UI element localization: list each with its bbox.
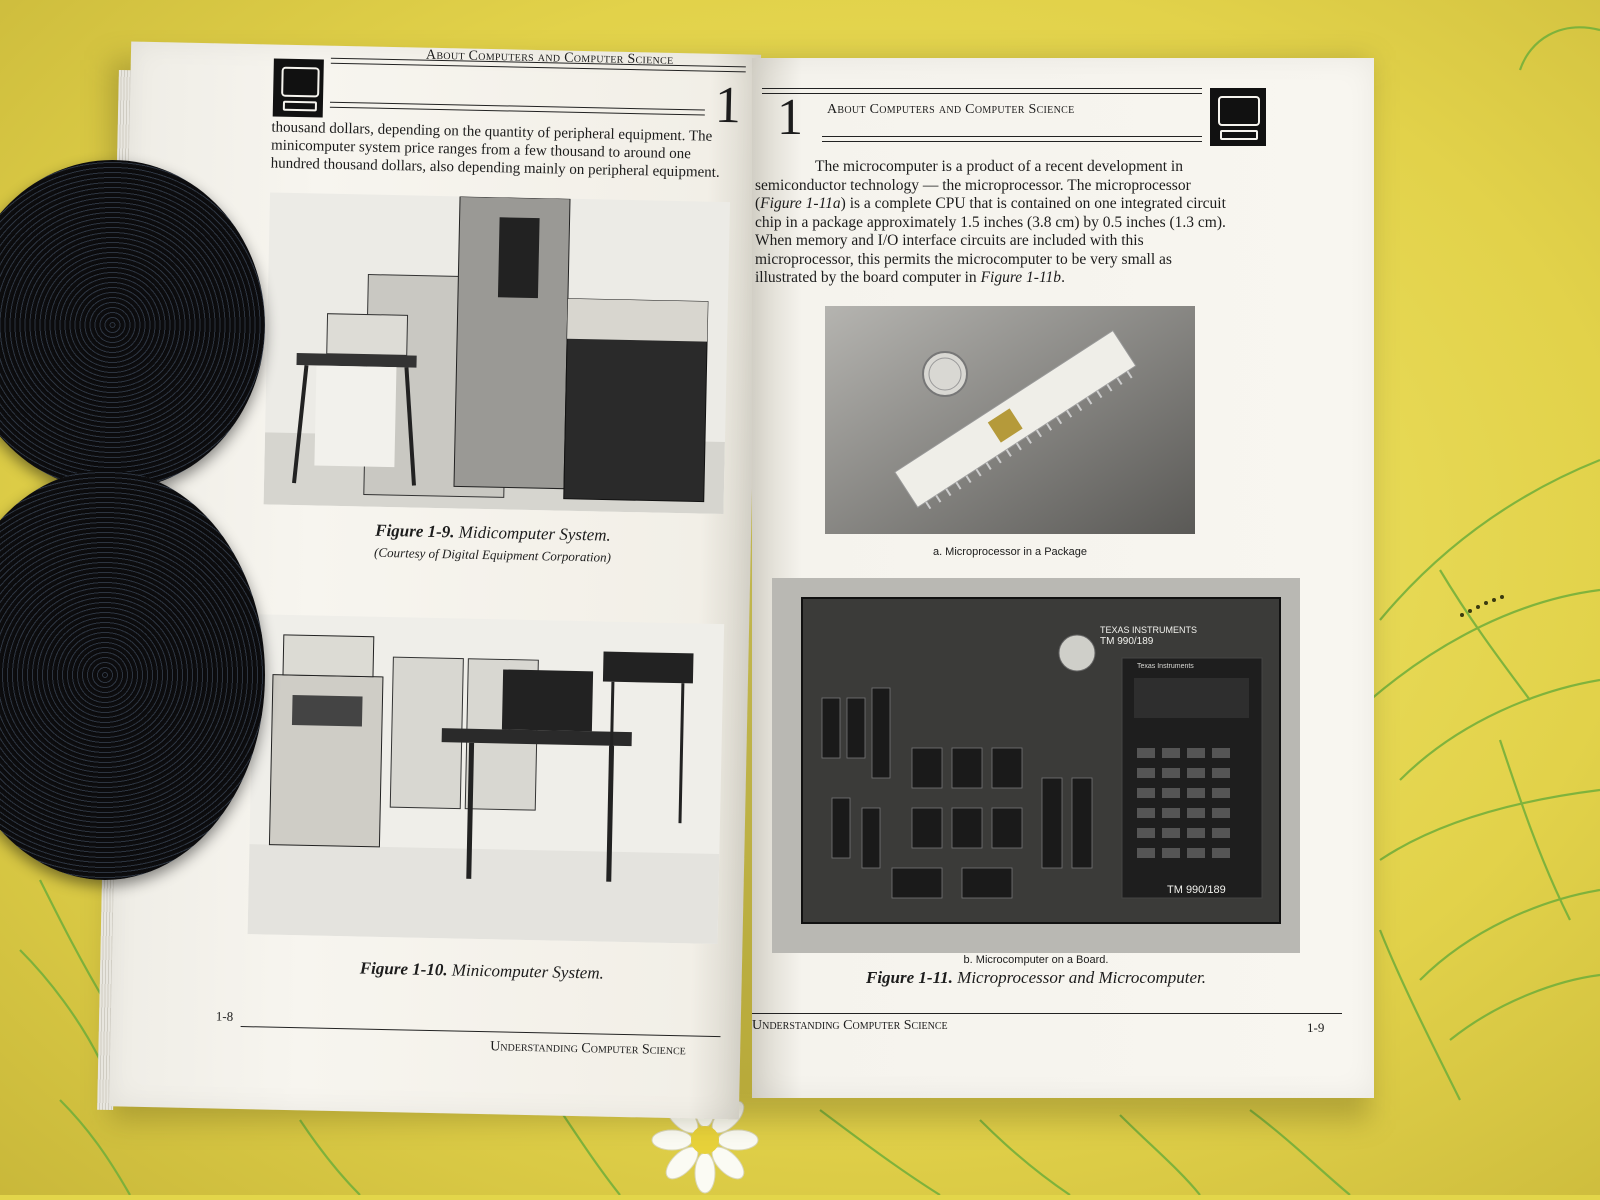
computer-monitor-icon bbox=[272, 58, 324, 118]
minicomputer-photo bbox=[247, 614, 725, 944]
header-rule-top bbox=[762, 88, 1202, 89]
figure-1-11-caption: Figure 1-11. Microprocessor and Microcom… bbox=[866, 968, 1206, 987]
footer-right: Understanding Computer Science bbox=[752, 1018, 948, 1033]
calculator-brand-label: Texas Instruments bbox=[1137, 663, 1194, 670]
calculator-model-label: TM 990/189 bbox=[1167, 884, 1226, 896]
right-page: 1 About Computers and Computer Science T… bbox=[752, 58, 1374, 1098]
beaded-coaster-bottom bbox=[0, 470, 265, 880]
figure-1-10-caption: Figure 1-10. Minicomputer System. bbox=[359, 958, 605, 983]
header-rule-bottom bbox=[822, 136, 1202, 137]
intro-paragraph: thousand dollars, depending on the quant… bbox=[270, 119, 720, 181]
beaded-coaster-top bbox=[0, 160, 265, 490]
chapter-number: 1 bbox=[777, 89, 803, 146]
footer-rule bbox=[752, 1013, 1342, 1014]
subfigure-a-label: a. Microprocessor in a Package bbox=[932, 546, 1088, 558]
chapter-number: 1 bbox=[714, 76, 742, 135]
intro-paragraph: The microcomputer is a product of a rece… bbox=[755, 158, 1226, 286]
footer-left: Understanding Computer Science bbox=[490, 1039, 687, 1059]
subfigure-b-label: b. Microcomputer on a Board. bbox=[963, 954, 1109, 966]
microcomputer-board-photo bbox=[772, 578, 1300, 953]
computer-monitor-icon bbox=[1210, 88, 1266, 146]
board-brand-label: TEXAS INSTRUMENTS bbox=[1100, 625, 1198, 635]
midicomputer-photo bbox=[263, 192, 730, 515]
footer-rule bbox=[240, 1026, 721, 1038]
microprocessor-photo bbox=[825, 306, 1195, 534]
running-head: About Computers and Computer Science bbox=[827, 102, 1075, 117]
board-model-label: TM 990/189 bbox=[1100, 636, 1154, 647]
header-rule-bottom bbox=[329, 101, 705, 111]
page-number-left: 1-8 bbox=[215, 1008, 234, 1024]
page-number-right: 1-9 bbox=[1307, 1020, 1325, 1035]
left-page: About Computers and Computer Science 1 t… bbox=[108, 41, 762, 1120]
